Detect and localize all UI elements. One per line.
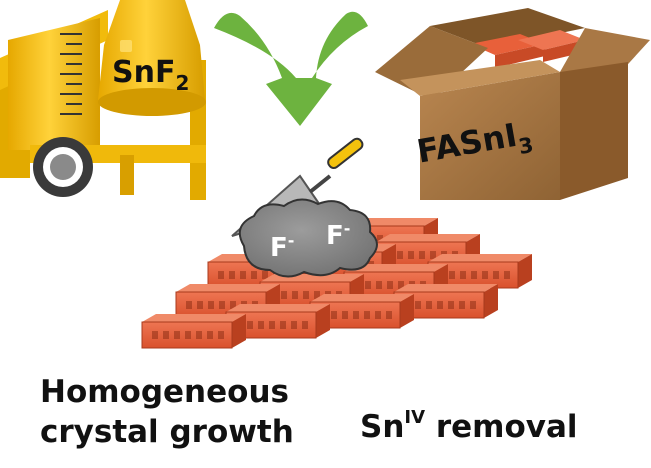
fluoride-ion-label: F-: [326, 219, 350, 251]
mixer-highlight: [120, 40, 132, 52]
box-side: [560, 62, 628, 200]
cement-mixer-icon: SnF2: [0, 0, 206, 200]
mixer-leg: [120, 155, 134, 195]
mixer-body: [8, 18, 100, 150]
box-bricks: [470, 30, 585, 68]
mixer-drum: [98, 0, 205, 114]
mortar-cloud-icon: F- F-: [238, 198, 378, 278]
box-back-flap: [430, 8, 585, 48]
green-arrow-icon: [214, 11, 368, 126]
mixer-label: SnF2: [112, 55, 189, 95]
box-front-flap: [400, 60, 560, 96]
box-front: [420, 72, 560, 200]
fluoride-ion-label: F-: [270, 231, 294, 263]
cardboard-box-icon: FASnI3: [375, 8, 650, 200]
mixer-drum-bottom: [98, 88, 206, 116]
trowel-neck: [308, 174, 332, 194]
brick-icon: [141, 314, 246, 349]
trowel-handle: [327, 137, 364, 170]
caption-sn-removal: SnIV removal: [360, 407, 578, 445]
mixer-scale-icon: [60, 33, 82, 115]
